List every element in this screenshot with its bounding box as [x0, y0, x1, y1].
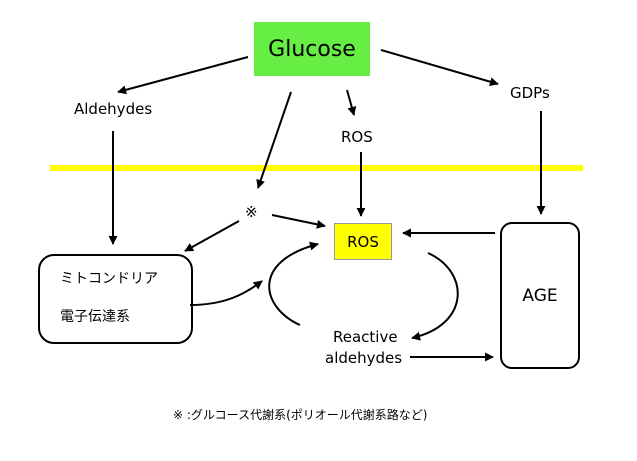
age-box: AGE: [500, 222, 580, 369]
mitochondria-box: ミトコンドリア 電子伝達系: [38, 254, 193, 344]
arrow-asterisk-to-ros-box: [271, 214, 326, 229]
arrow-asterisk-to-mito: [184, 220, 240, 252]
reactive-label-line2: aldehydes: [325, 349, 403, 367]
arrow-glucose-to-gdps: [380, 49, 499, 87]
aldehydes-label: Aldehydes: [74, 100, 153, 118]
mito-label-line2: 電子伝達系: [60, 309, 130, 325]
asterisk-label: ※: [245, 203, 258, 221]
reactive-label-line1: Reactive: [333, 328, 398, 346]
arrow-glucose-to-asterisk: [256, 91, 292, 189]
ros-box-label: ROS: [347, 232, 379, 251]
ros-box: ROS: [334, 223, 392, 260]
gdps-label: GDPs: [510, 84, 550, 102]
glucose-label: Glucose: [268, 36, 356, 62]
arrow-mito-to-cycle: [189, 280, 263, 306]
ros-top-label: ROS: [341, 128, 373, 146]
glucose-box: Glucose: [254, 22, 370, 76]
arrow-glucose-to-ros: [346, 89, 357, 116]
footnote: ※ :グルコース代謝系(ポリオール代謝系路など): [173, 408, 428, 422]
age-label: AGE: [522, 285, 558, 306]
arrow-glucose-to-aldehydes: [117, 56, 249, 95]
mito-label-line1: ミトコンドリア: [60, 271, 158, 287]
arrow-cycle-to-ros-box: [268, 241, 319, 326]
arrow-ros-box-to-reactive: [411, 252, 459, 341]
